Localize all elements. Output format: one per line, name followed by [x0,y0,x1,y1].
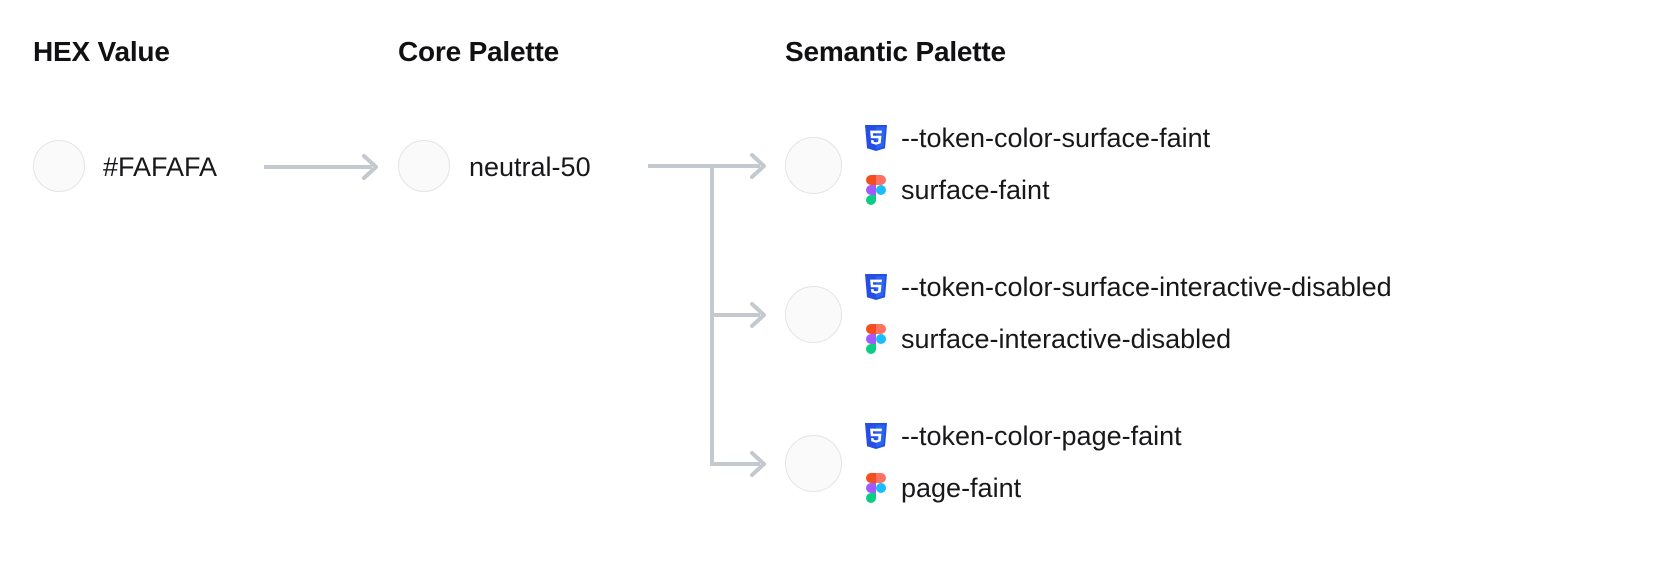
figma-token-label: page-faint [901,472,1022,503]
core-color-swatch [398,140,450,192]
hex-value-label: #FAFAFA [103,152,218,182]
css3-icon [862,420,890,452]
figma-icon [862,174,890,206]
column-header-hex-value: HEX Value [33,36,170,67]
figma-token-line: surface-interactive-disabled [862,313,1392,365]
css3-icon [862,122,890,154]
css-token-label: --token-color-surface-faint [901,122,1211,153]
semantic-token-row: --token-color-surface-faint surface-fain… [862,112,1210,216]
figma-token-line: surface-faint [862,164,1210,216]
semantic-token-row: --token-color-surface-interactive-disabl… [862,261,1392,365]
css-token-label: --token-color-page-faint [901,420,1182,451]
figma-token-label: surface-faint [901,174,1050,205]
arrow-hex-to-core-icon [264,150,384,184]
column-header-core-palette: Core Palette [398,36,559,67]
figma-token-label: surface-interactive-disabled [901,323,1232,354]
core-palette-value-label: neutral-50 [469,152,591,182]
css-token-line: --token-color-surface-interactive-disabl… [862,261,1392,313]
figma-icon [862,472,890,504]
hex-color-swatch [33,140,85,192]
css-token-line: --token-color-page-faint [862,410,1182,462]
figma-token-line: page-faint [862,462,1182,514]
column-header-semantic-palette: Semantic Palette [785,36,1006,67]
semantic-color-swatch [785,137,842,194]
css3-icon [862,271,890,303]
semantic-color-swatch [785,286,842,343]
branching-connector-core-to-semantic-icon [648,140,778,485]
semantic-token-row: --token-color-page-faint page-faint [862,410,1182,514]
css-token-label: --token-color-surface-interactive-disabl… [901,271,1392,302]
css-token-line: --token-color-surface-faint [862,112,1210,164]
semantic-color-swatch [785,435,842,492]
figma-icon [862,323,890,355]
